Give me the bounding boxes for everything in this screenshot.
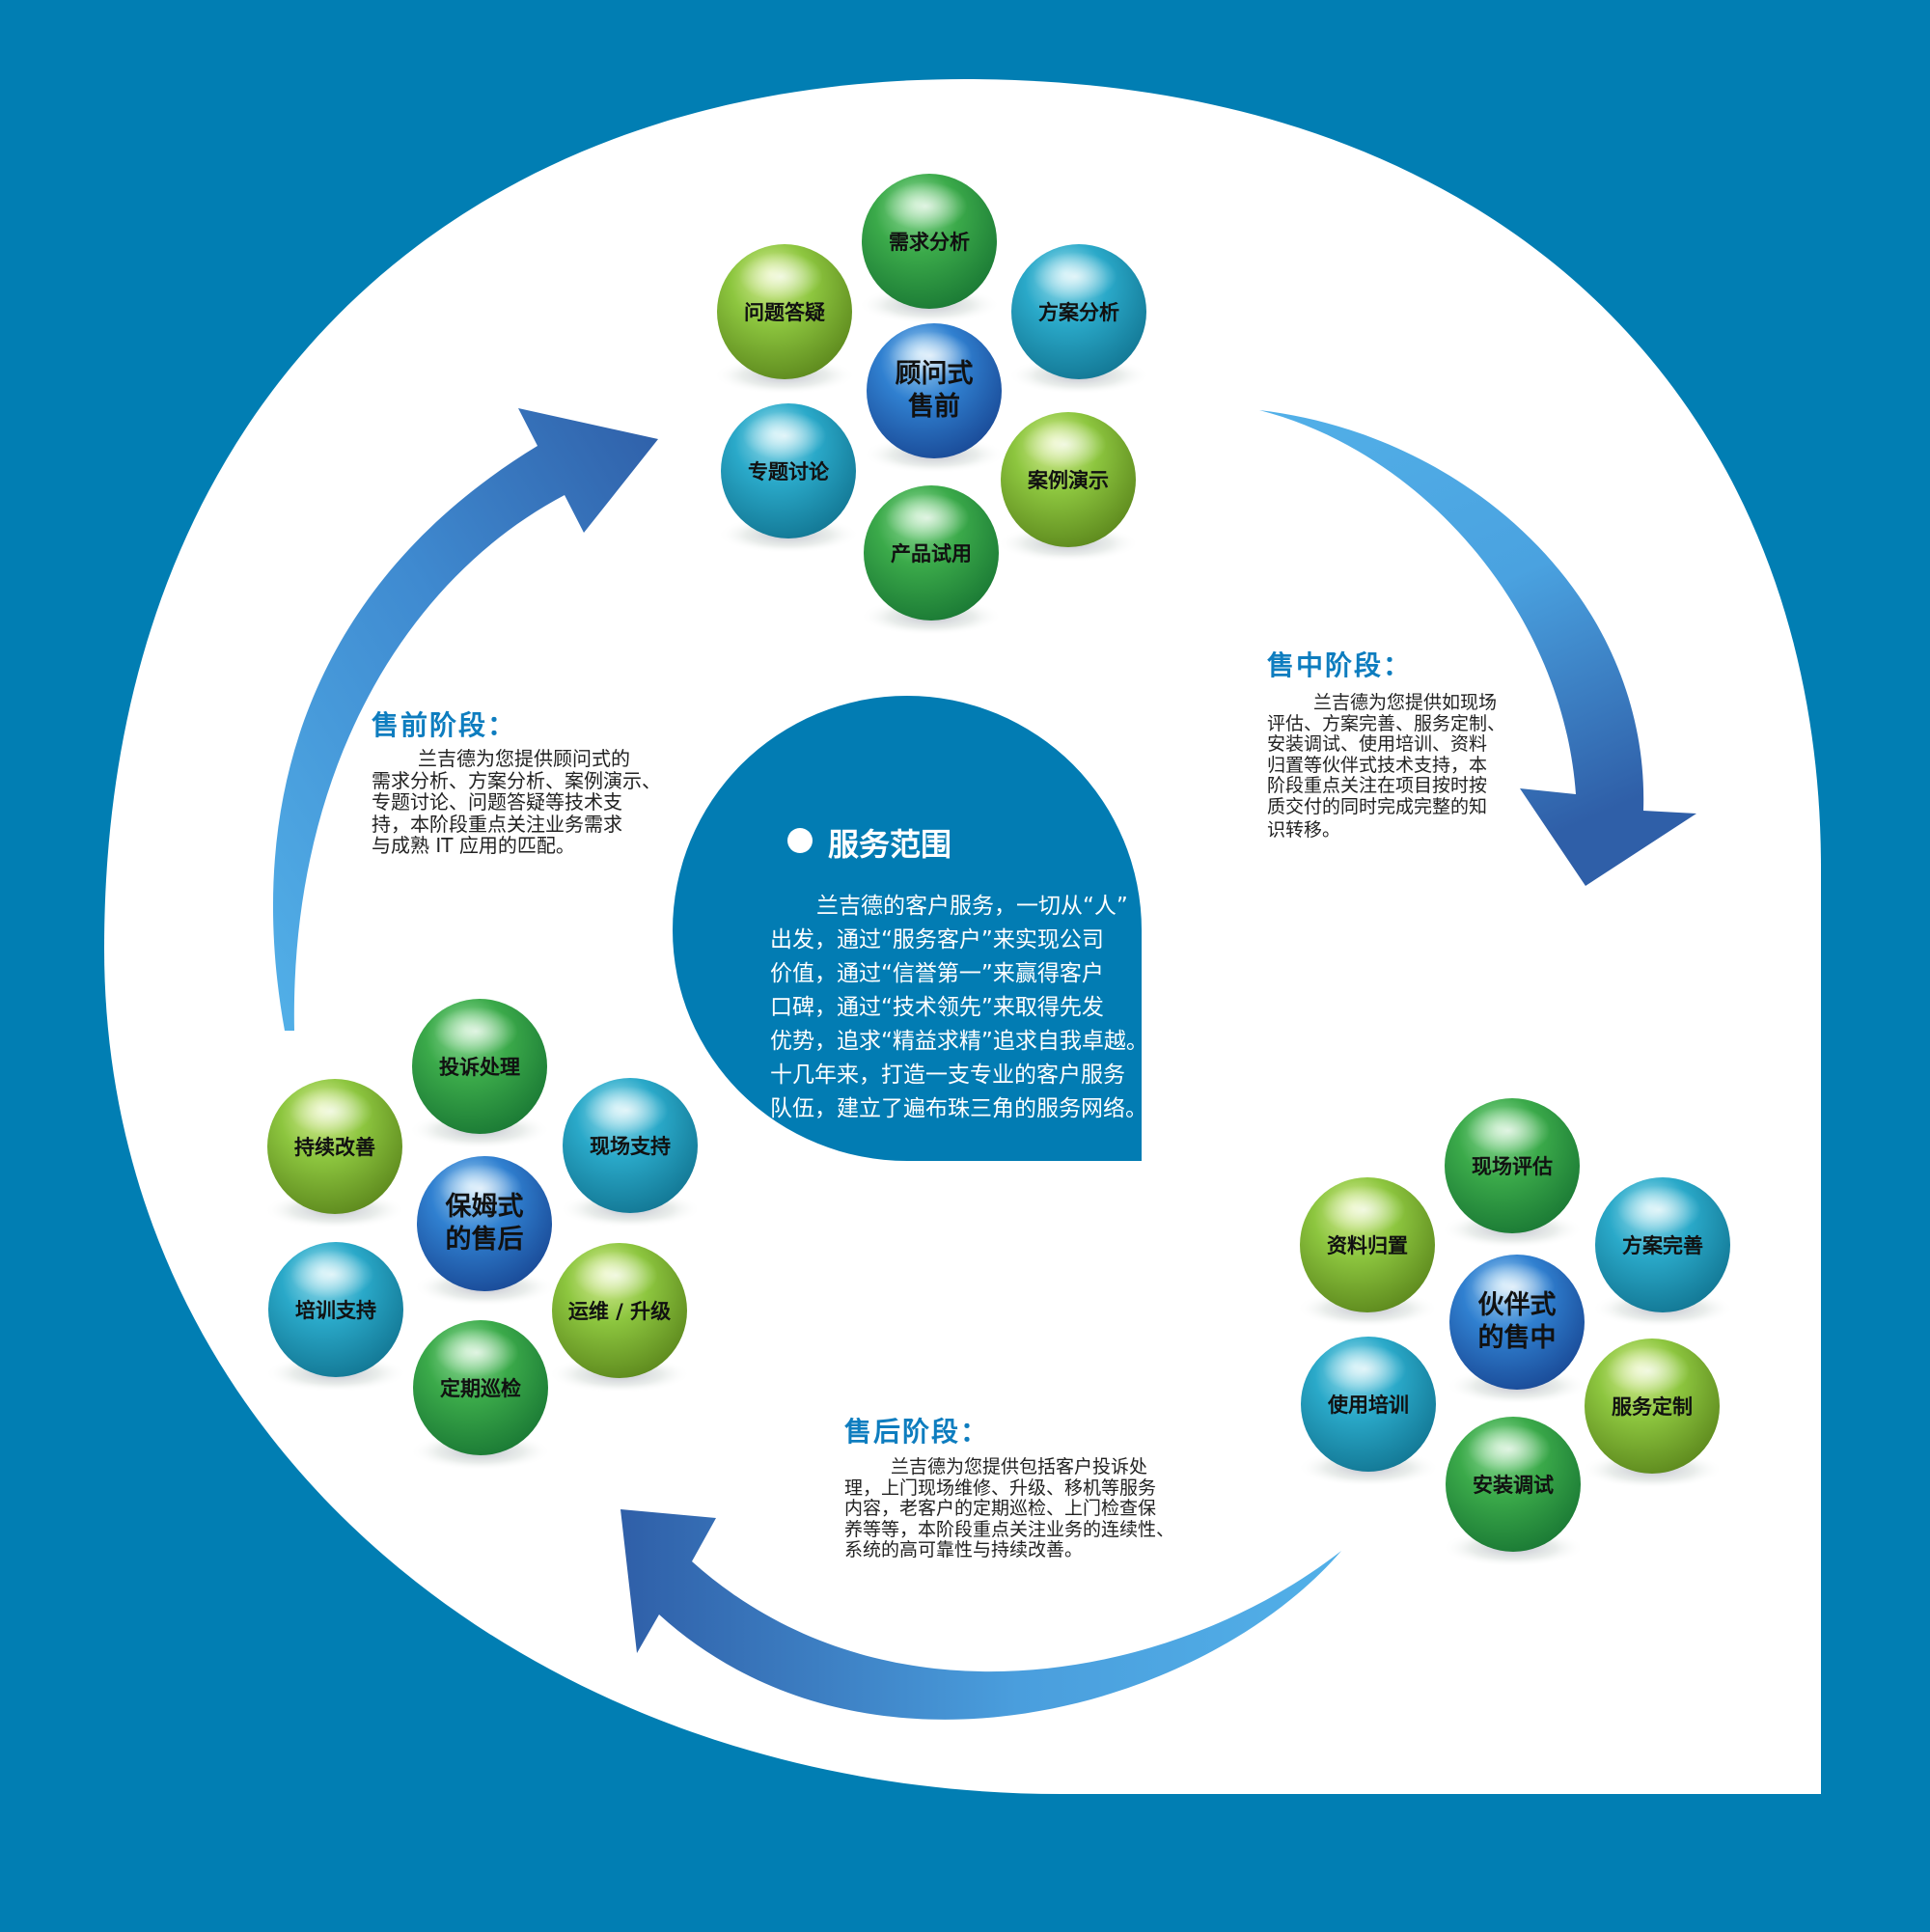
sphere-insale-2: [1581, 1339, 1723, 1489]
sphere-aftersale-1: [559, 1078, 702, 1228]
sphere-aftersale-5: [263, 1079, 406, 1229]
core-line: 队伍，建立了遍布珠三角的服务网络。: [770, 1096, 1147, 1121]
sphere-highlight: [1606, 1346, 1691, 1395]
arrow-to-presale: [272, 408, 658, 1031]
sphere-aftersale-2: [548, 1243, 691, 1394]
core-line: 价值，通过“信誉第一”来赢得客户: [770, 961, 1104, 986]
core-line: 出发，通过“服务客户”来实现公司: [770, 927, 1104, 952]
sphere-highlight: [573, 1251, 658, 1300]
spheres-layer: [263, 174, 1734, 1567]
sphere-highlight: [1033, 252, 1117, 301]
sphere-presale-3: [860, 485, 1003, 636]
arrow-to-insale: [1259, 410, 1696, 886]
core-line: 口碑，通过“技术领先”来取得先发: [770, 995, 1104, 1020]
sphere-aftersale-0: [408, 999, 551, 1149]
sphere-highlight: [289, 1087, 373, 1136]
sphere-insale-3: [1442, 1417, 1585, 1567]
sphere-highlight: [1467, 1424, 1552, 1474]
arrow-to-aftersale: [620, 1509, 1341, 1720]
sphere-highlight: [584, 1086, 669, 1135]
core-line: 优势，追求“精益求精”追求自我卓越。: [770, 1029, 1148, 1054]
sphere-highlight: [290, 1250, 374, 1299]
insale-title: 售中阶段：: [1267, 649, 1413, 681]
aftersale-title: 售后阶段：: [844, 1416, 990, 1448]
sphere-highlight: [888, 331, 973, 380]
sphere-insale-4: [1297, 1337, 1440, 1487]
sphere-highlight: [434, 1328, 519, 1377]
sphere-highlight: [1022, 420, 1107, 469]
core-line: 兰吉德的客户服务，一切从“人”: [816, 894, 1128, 919]
sphere-highlight: [1466, 1106, 1551, 1155]
sphere-highlight: [883, 181, 968, 231]
presale-body: 兰吉德为您提供顾问式的 需求分析、方案分析、案例演示、 专题讨论、问题答疑等技术…: [372, 747, 661, 857]
presale-title: 售前阶段：: [372, 709, 517, 741]
sphere-insale-5: [1296, 1177, 1439, 1328]
sphere-highlight: [433, 1007, 518, 1056]
sphere-insale-1: [1591, 1177, 1734, 1328]
sphere-insale-center: [1446, 1255, 1588, 1405]
core-line: 十几年来，打造一支专业的客户服务: [770, 1063, 1125, 1088]
sphere-highlight: [1321, 1185, 1406, 1234]
sphere-presale-center: [863, 323, 1006, 474]
bullet-icon: [787, 828, 813, 853]
sphere-aftersale-3: [409, 1320, 552, 1471]
core-title: 服务范围: [828, 826, 952, 863]
insale-body: 兰吉德为您提供如现场 评估、方案完善、服务定制、 安装调试、使用培训、资料 归置…: [1267, 692, 1506, 841]
sphere-highlight: [1322, 1344, 1407, 1394]
sphere-highlight: [1471, 1262, 1556, 1311]
sphere-insale-0: [1441, 1098, 1584, 1249]
sphere-presale-1: [1007, 244, 1150, 395]
sphere-presale-5: [713, 244, 856, 395]
sphere-highlight: [1616, 1185, 1701, 1234]
sphere-highlight: [438, 1164, 523, 1213]
sphere-highlight: [738, 252, 823, 301]
sphere-presale-4: [717, 403, 860, 554]
core-panel: [673, 696, 1142, 1161]
core-body: 兰吉德的客户服务，一切从“人” 出发，通过“服务客户”来实现公司 价值，通过“信…: [770, 890, 1166, 1126]
sphere-presale-2: [997, 412, 1140, 563]
sphere-presale-0: [858, 174, 1001, 324]
sphere-aftersale-center: [413, 1156, 556, 1307]
sphere-highlight: [885, 493, 970, 542]
sphere-highlight: [742, 411, 827, 460]
sphere-aftersale-4: [264, 1242, 407, 1393]
aftersale-body: 兰吉德为您提供包括客户投诉处 理，上门现场维修、升级、移机等服务 内容，老客户的…: [844, 1456, 1175, 1560]
